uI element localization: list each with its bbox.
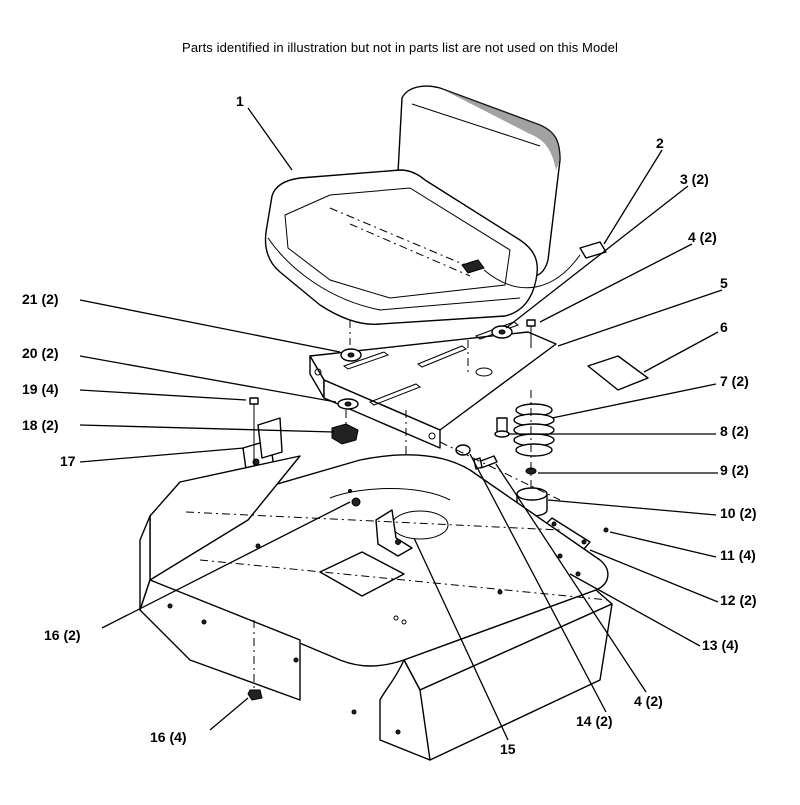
callout-13: 13 (4) [702, 637, 739, 653]
seat-bracket [309, 319, 557, 515]
seat [264, 85, 607, 326]
callout-6: 6 [720, 319, 728, 335]
callout-2: 2 [656, 135, 664, 151]
callout-9: 9 (2) [720, 462, 749, 478]
decal [587, 355, 649, 391]
callout-5: 5 [720, 275, 728, 291]
callout-15: 15 [500, 741, 516, 757]
callout-3: 3 (2) [680, 171, 709, 187]
callout-1: 1 [236, 93, 244, 109]
callout-14: 14 (2) [576, 713, 613, 729]
fender-deck [139, 454, 613, 761]
callout-18: 18 (2) [22, 417, 59, 433]
callout-10: 10 (2) [720, 505, 757, 521]
header-note: Parts identified in illustration but not… [182, 40, 618, 55]
callout-19: 19 (4) [22, 381, 59, 397]
callout-12: 12 (2) [720, 592, 757, 608]
spring-assembly [494, 390, 555, 517]
callout-17: 17 [60, 453, 76, 469]
callout-7: 7 (2) [720, 373, 749, 389]
callout-20: 20 (2) [22, 345, 59, 361]
callout-16a: 16 (2) [44, 627, 81, 643]
callout-21: 21 (2) [22, 291, 59, 307]
callout-labels: 1 2 3 (2) 4 (2) 5 6 7 (2) 8 (2) 9 (2) 10… [22, 93, 757, 757]
leader-lines [79, 107, 723, 741]
callout-11: 11 (4) [720, 547, 756, 563]
callout-4a: 4 (2) [688, 229, 717, 245]
callout-8: 8 (2) [720, 423, 749, 439]
callout-16b: 16 (4) [150, 729, 187, 745]
callout-4b: 4 (2) [634, 693, 663, 709]
